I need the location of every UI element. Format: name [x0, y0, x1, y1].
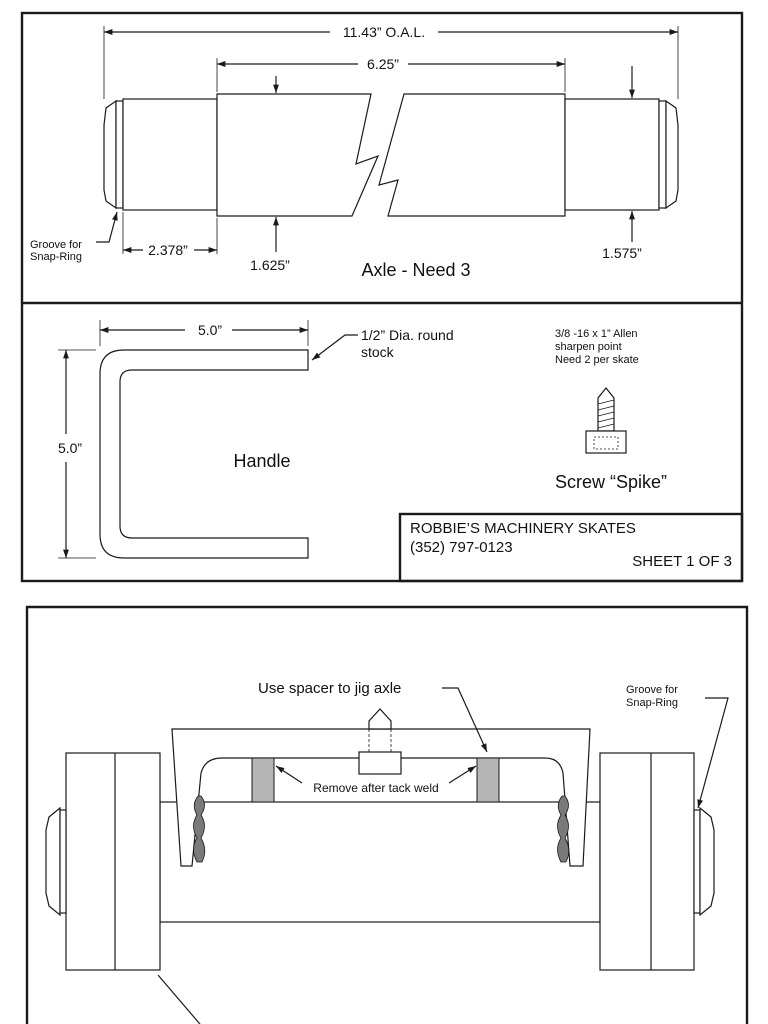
sheet-1: 11.43” O.A.L. 6.25” 2.378” 1.625” 1.575”…: [20, 11, 744, 583]
axle-dimensions: [96, 26, 679, 254]
assembly-axle-shaft: [159, 801, 601, 923]
stock-leader: [311, 334, 358, 361]
weld-bead-right: [557, 795, 570, 863]
assembly-groove-label-line2: Snap-Ring: [626, 697, 678, 709]
title-sheet: SHEET 1 OF 3: [632, 553, 732, 570]
remove-leader-right: [448, 765, 477, 784]
spacer-right: [476, 757, 500, 803]
assembly-screw-point: [368, 708, 392, 730]
dim-groove-label: 2.378”: [148, 242, 188, 258]
groove-leader: [96, 211, 118, 243]
remove-label: Remove after tack weld: [313, 781, 438, 795]
screw-caption: Screw “Spike”: [555, 472, 667, 492]
handle-shape: [99, 349, 309, 559]
axle-right-shaft: [564, 98, 660, 211]
sheet-1-border: [20, 11, 744, 583]
dim-handle-width-label: 5.0”: [198, 322, 222, 338]
screw-spike-drawing: [585, 387, 627, 454]
title-phone: (352) 797-0123: [410, 539, 513, 556]
assembly-groove-leader: [697, 697, 729, 809]
spacer-left: [251, 757, 275, 803]
roller-leader: [157, 974, 201, 1024]
axle-center-right: [378, 93, 566, 217]
axle-left-cap: [103, 99, 117, 210]
title-company: ROBBIE’S MACHINERY SKATES: [410, 520, 636, 537]
axle-right-groove: [658, 100, 667, 209]
dim-dia-end-label: 1.575”: [602, 245, 642, 261]
screw-note-line3: Need 2 per skate: [555, 354, 639, 366]
screw-note-line1: 3/8 -16 x 1” Allen: [555, 328, 638, 340]
screw-note-line2: sharpen point: [555, 341, 622, 353]
spacer-label: Use spacer to jig axle: [258, 680, 401, 697]
dim-handle-height-label: 5.0”: [58, 440, 82, 456]
spacer-leader: [442, 687, 488, 753]
handle-caption: Handle: [233, 451, 290, 471]
assembly-groove-right: [693, 809, 701, 914]
dim-center-label: 6.25”: [367, 56, 399, 72]
assembly-groove-label-line1: Groove for: [626, 684, 678, 696]
sheet-2-border: [25, 605, 749, 1024]
weld-bead-left: [193, 795, 206, 863]
assembly-screw-head: [358, 751, 402, 775]
axle-left-groove: [115, 100, 124, 209]
screw-hex-socket: [593, 436, 619, 450]
handle-dimensions: [58, 320, 358, 559]
dim-oal-label: 11.43” O.A.L.: [343, 24, 425, 40]
roller-right: [599, 752, 695, 971]
assembly-cap-right: [699, 806, 715, 917]
axle-left-shaft: [122, 98, 218, 211]
axle-drawing: [103, 93, 679, 217]
axle-right-cap: [665, 99, 679, 210]
roller-left: [65, 752, 161, 971]
remove-leader-left: [275, 765, 303, 784]
stock-label-line1: 1/2” Dia. round: [361, 327, 454, 343]
screw-head: [585, 430, 627, 454]
dim-dia-center-label: 1.625”: [250, 257, 290, 273]
sheet-2: Use spacer to jig axle Remove after tack…: [25, 605, 749, 1024]
title-block: [398, 512, 744, 583]
axle-caption: Axle - Need 3: [361, 260, 470, 280]
axle-center-left: [216, 93, 380, 217]
assembly-cap-left: [45, 806, 61, 917]
axle-groove-label-line1: Groove for: [30, 239, 82, 251]
stock-label-line2: stock: [361, 344, 395, 360]
axle-groove-label-line2: Snap-Ring: [30, 251, 82, 263]
